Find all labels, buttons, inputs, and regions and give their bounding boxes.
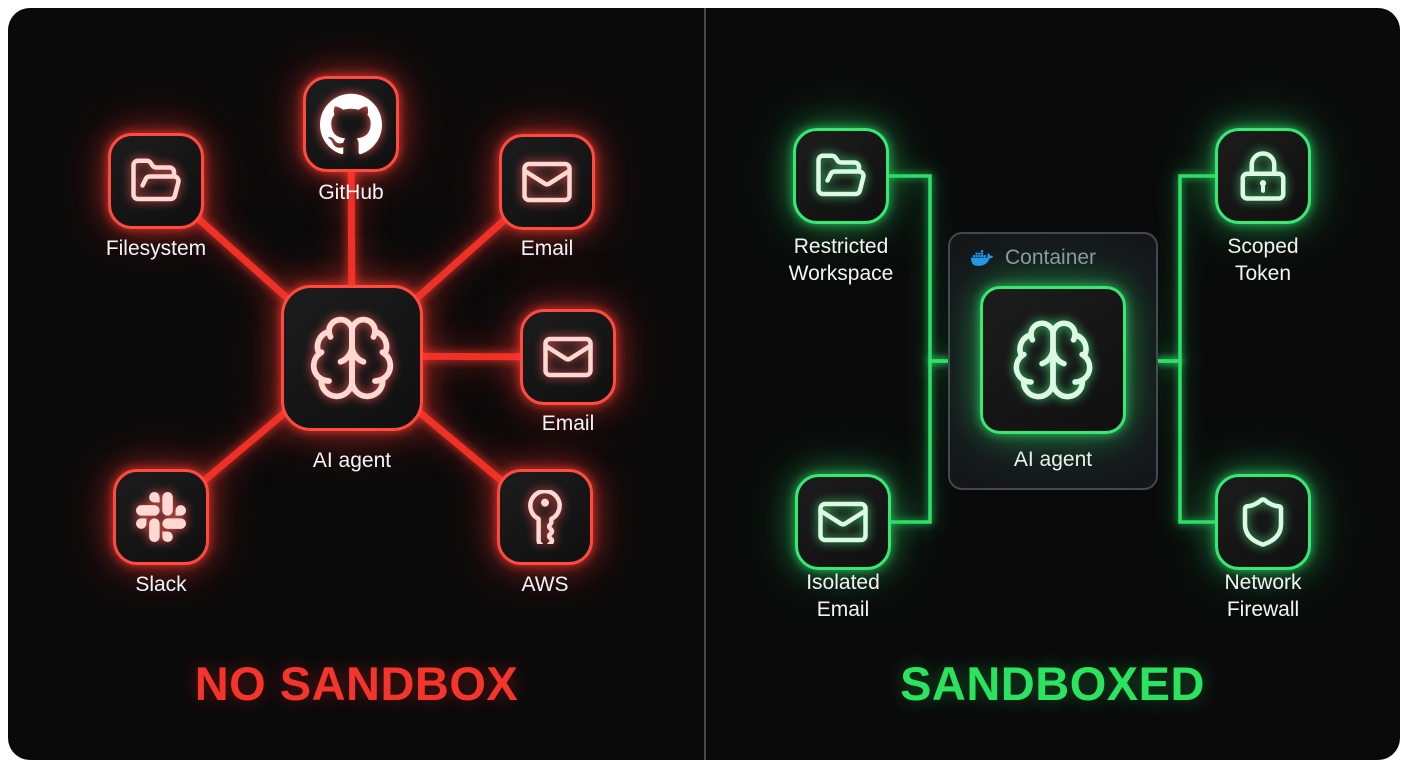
github-icon: [320, 93, 382, 155]
node-label-sandboxed-ai-agent: AI agent: [1013, 448, 1093, 471]
container-label: Container: [1005, 246, 1097, 269]
node-slack: [113, 469, 209, 565]
folder-open-icon: [816, 153, 866, 197]
diagram-canvas: Filesystem GitHub Email AI agent: [8, 8, 1400, 760]
brain-icon: [1013, 320, 1093, 400]
node-restricted-workspace: [793, 128, 889, 224]
docker-icon: [971, 250, 993, 266]
panel-divider: [704, 8, 706, 760]
node-ai-agent: [281, 285, 423, 431]
mail-icon: [818, 501, 868, 543]
node-sandboxed-ai-agent: [980, 286, 1126, 434]
folder-open-icon: [131, 158, 181, 202]
node-network-firewall: [1215, 474, 1311, 570]
mail-icon: [522, 161, 572, 203]
mail-icon: [543, 336, 593, 378]
container-box: Container AI agent: [948, 232, 1158, 490]
node-label-aws: AWS: [521, 573, 569, 596]
node-label-email-right: Email: [541, 412, 595, 435]
node-label-ai-agent: AI agent: [312, 449, 392, 472]
node-filesystem: [108, 133, 204, 229]
node-label-github: GitHub: [318, 181, 384, 204]
container-header: Container: [950, 234, 1156, 270]
node-email-top: [499, 134, 595, 230]
node-label-slack: Slack: [135, 573, 187, 596]
node-label-email-top: Email: [520, 237, 574, 260]
node-label-scoped-token: Scoped Token: [1227, 235, 1299, 285]
left-panel-title: NO SANDBOX: [194, 657, 519, 710]
node-aws: [497, 469, 593, 565]
shield-icon: [1242, 497, 1284, 547]
node-label-network-firewall: Network Firewall: [1224, 571, 1302, 621]
node-label-filesystem: Filesystem: [105, 237, 207, 260]
node-email-right: [520, 309, 616, 405]
node-label-isolated-email: Isolated Email: [806, 571, 880, 621]
node-scoped-token: [1215, 128, 1311, 224]
lock-icon: [1240, 151, 1286, 201]
node-github: [303, 76, 399, 172]
slack-icon: [136, 492, 186, 542]
key-icon: [528, 490, 562, 544]
node-label-restricted-workspace: Restricted Workspace: [788, 235, 894, 285]
node-isolated-email: [795, 474, 891, 570]
brain-icon: [310, 316, 394, 400]
right-panel-title: SANDBOXED: [900, 657, 1205, 710]
